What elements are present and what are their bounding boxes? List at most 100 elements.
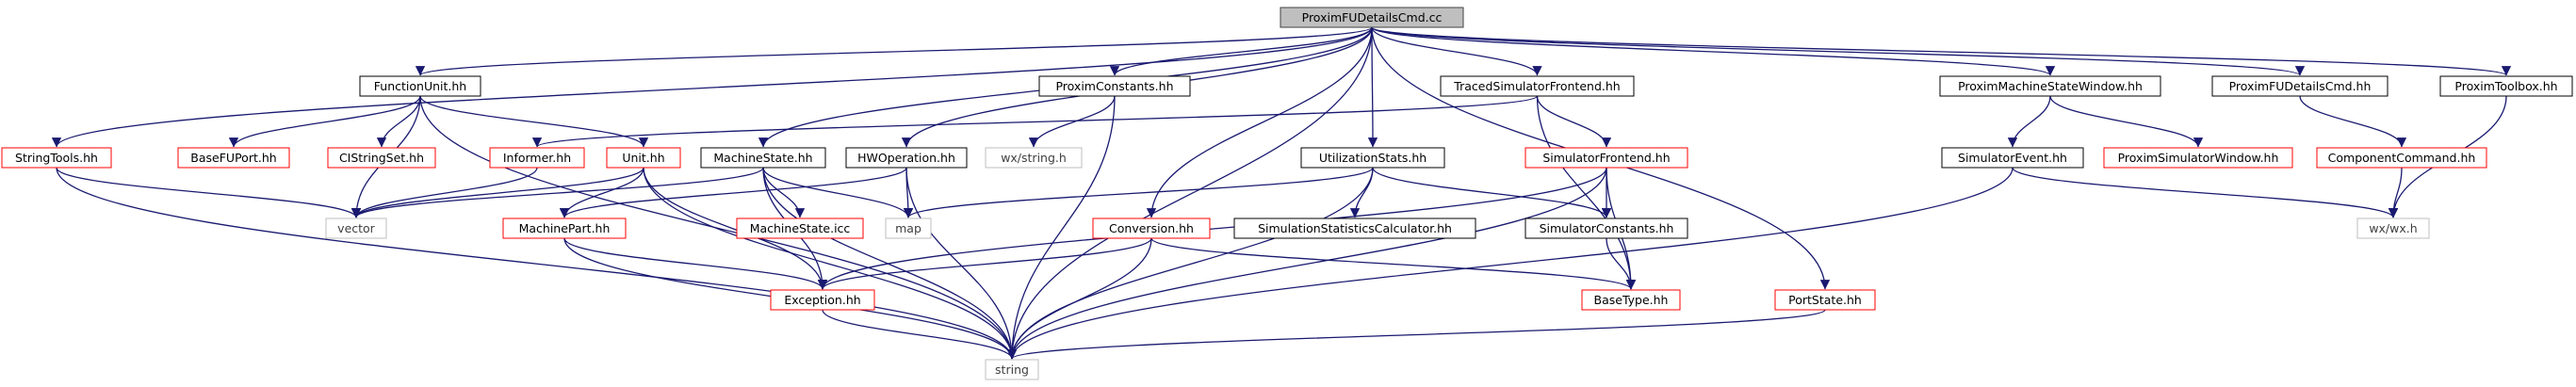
edge-cc-to-wxwx [2388, 167, 2403, 218]
node-label: UtilizationStats.hh [1319, 151, 1427, 165]
edge-inf-to-vec [351, 167, 538, 218]
node-label: TracedSimulatorFrontend.hh [1453, 79, 1620, 93]
node-bfp[interactable]: BaseFUPort.hh [177, 147, 290, 169]
node-us[interactable]: UtilizationStats.hh [1300, 147, 1445, 169]
node-ssc[interactable]: SimulationStatisticsCalculator.hh [1233, 218, 1476, 239]
edge-se-to-str [1006, 167, 2014, 360]
node-box [325, 218, 387, 239]
node-label: Unit.hh [622, 151, 664, 165]
edge-conv-to-str [1006, 237, 1152, 360]
node-label: ProximToolbox.hh [2454, 79, 2557, 93]
edge-root-to-tsf [1371, 26, 1542, 76]
node-box [2103, 147, 2293, 169]
node-box [845, 147, 968, 169]
node-conv[interactable]: Conversion.hh [1092, 218, 1211, 239]
node-cc[interactable]: ComponentCommand.hh [2316, 147, 2487, 169]
node-sc[interactable]: SimulatorConstants.hh [1524, 218, 1688, 239]
node-box [985, 147, 1083, 169]
edge-ms-to-map [762, 167, 914, 218]
edge-unit-to-str [643, 167, 1018, 360]
node-sf[interactable]: SimulatorFrontend.hh [1524, 147, 1688, 169]
node-box [1, 147, 112, 169]
node-vec: vector [325, 218, 387, 239]
edge-root-to-st [52, 26, 1373, 148]
node-label: HWOperation.hh [857, 151, 955, 165]
edge-root-to-ptb [1371, 26, 2511, 76]
node-box [1280, 7, 1464, 28]
node-st[interactable]: StringTools.hh [1, 147, 112, 169]
node-box [1581, 289, 1681, 311]
node-tsf[interactable]: TracedSimulatorFrontend.hh [1440, 75, 1635, 97]
edge-root-to-pc [1109, 26, 1373, 76]
edge-sf-to-str [1006, 167, 1607, 360]
edge-root-to-str [1006, 26, 1373, 360]
node-mp[interactable]: MachinePart.hh [502, 218, 627, 239]
node-label: CIStringSet.hh [339, 151, 424, 165]
node-fu[interactable]: FunctionUnit.hh [359, 75, 481, 97]
edge-root-to-conv [1146, 26, 1373, 218]
edge-tsf-to-sf [1536, 95, 1612, 148]
edge-us-to-ssc [1349, 167, 1374, 218]
node-box [2439, 75, 2573, 97]
node-label: StringTools.hh [15, 151, 98, 165]
node-label: ProximFUDetailsCmd.cc [1302, 10, 1443, 24]
edge-us-to-map [904, 167, 1374, 218]
node-label: map [895, 221, 921, 235]
edge-fu-to-bfp [228, 95, 421, 148]
node-label: FunctionUnit.hh [374, 79, 466, 93]
node-box [359, 75, 481, 97]
node-label: SimulatorEvent.hh [1958, 151, 2067, 165]
node-msi[interactable]: MachineState.icc [736, 218, 864, 239]
node-label: MachineState.hh [713, 151, 812, 165]
edge-tsf-to-inf [532, 95, 1539, 148]
node-wxs: wx/string.h [985, 147, 1083, 169]
node-box [1092, 218, 1211, 239]
node-inf[interactable]: Informer.hh [489, 147, 585, 169]
node-label: Conversion.hh [1109, 221, 1194, 235]
node-unit[interactable]: Unit.hh [606, 147, 681, 169]
edge-fu-to-css [376, 95, 421, 148]
node-box [2211, 75, 2389, 97]
node-pfdc[interactable]: ProximFUDetailsCmd.hh [2211, 75, 2389, 97]
edge-sf-to-exc [817, 167, 1607, 290]
edge-pc-to-wxs [1028, 95, 1116, 148]
node-box [2356, 218, 2430, 239]
node-ps[interactable]: PortState.hh [1774, 289, 1876, 311]
edge-exc-to-str [822, 309, 1018, 360]
edge-ms-to-vec [351, 167, 764, 218]
node-label: ComponentCommand.hh [2328, 151, 2476, 165]
node-pmsw[interactable]: ProximMachineStateWindow.hh [1939, 75, 2161, 97]
node-str: string [985, 359, 1039, 380]
node-box [177, 147, 290, 169]
node-root[interactable]: ProximFUDetailsCmd.cc [1280, 7, 1464, 28]
node-box [502, 218, 627, 239]
node-se[interactable]: SimulatorEvent.hh [1941, 147, 2084, 169]
edge-pmsw-to-se [2007, 95, 2051, 148]
node-box [1524, 218, 1688, 239]
node-ptb[interactable]: ProximToolbox.hh [2439, 75, 2573, 97]
node-ms[interactable]: MachineState.hh [700, 147, 826, 169]
node-box [606, 147, 681, 169]
node-hwo[interactable]: HWOperation.hh [845, 147, 968, 169]
edge-pc-to-str [1006, 95, 1116, 360]
node-label: SimulatorFrontend.hh [1542, 151, 1670, 165]
node-box [489, 147, 585, 169]
edge-conv-to-exc [817, 237, 1152, 290]
node-psw[interactable]: ProximSimulatorWindow.hh [2103, 147, 2293, 169]
edge-hwo-to-str [905, 167, 1018, 360]
node-map: map [885, 218, 932, 239]
node-box [985, 359, 1039, 380]
edge-pfdc-to-cc [2299, 95, 2407, 148]
node-bt[interactable]: BaseType.hh [1581, 289, 1681, 311]
node-label: ProximFUDetailsCmd.hh [2229, 79, 2372, 93]
edge-root-to-fu [416, 26, 1373, 76]
node-exc[interactable]: Exception.hh [770, 289, 875, 311]
node-box [770, 289, 875, 311]
node-css[interactable]: CIStringSet.hh [327, 147, 436, 169]
node-pc[interactable]: ProximConstants.hh [1038, 75, 1191, 97]
edge-root-to-us [1367, 26, 1378, 148]
edge-sc-to-bt [1606, 237, 1637, 290]
edge-hwo-to-mp [559, 167, 907, 218]
node-label: wx/string.h [1001, 151, 1067, 165]
